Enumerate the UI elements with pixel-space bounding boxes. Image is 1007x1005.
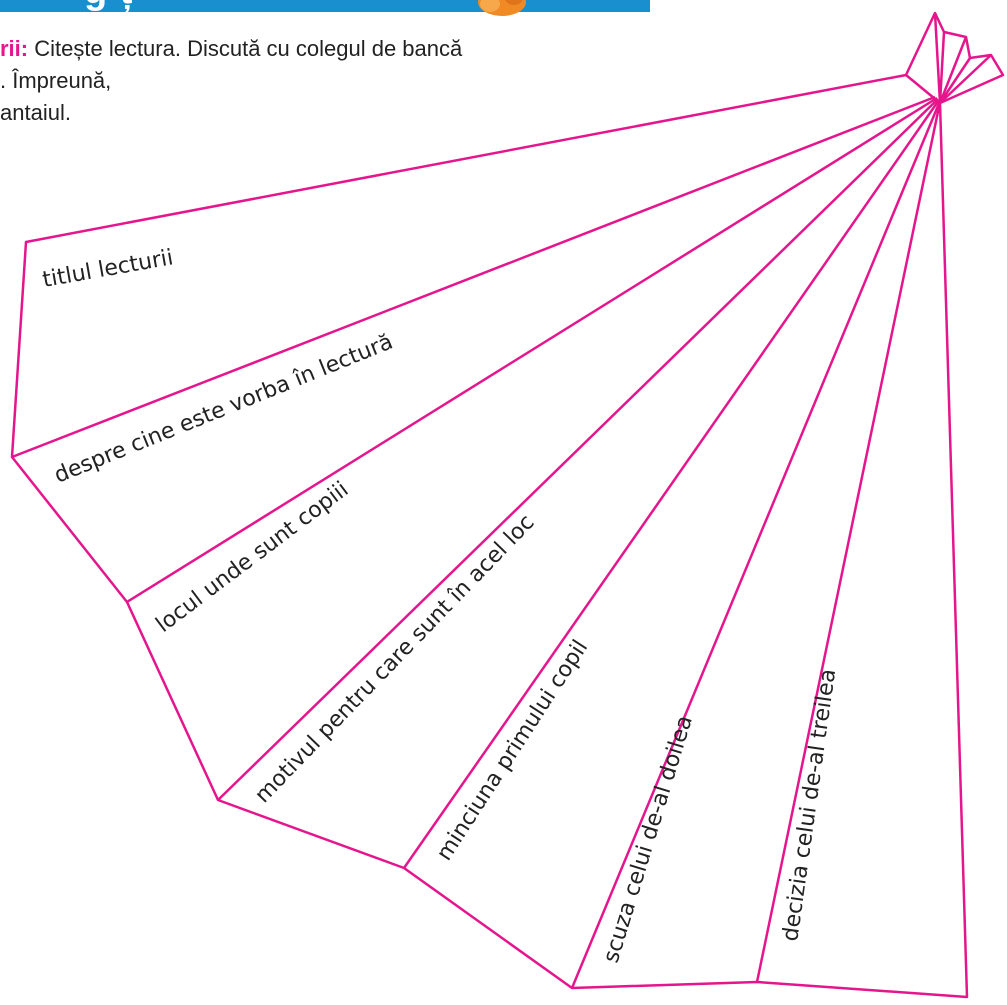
header-title: g ț [84,0,133,10]
fan-fold-2 [933,12,942,104]
fan-divider-5 [570,100,942,989]
fan-outline [10,11,1005,999]
fan-divider-6 [755,101,942,983]
mascot-illustration [478,0,526,16]
fan-divider-3 [217,98,939,801]
fan-fold-5 [938,57,972,104]
fan-fold-1 [905,74,941,104]
fan-segment-place: locul unde sunt copiii [152,477,354,638]
fan-fold-4 [938,36,968,104]
fan-segment-excuse: scuza celui de-al doilea [599,713,698,966]
instructions-line-2: . Împreună, [0,68,112,93]
instructions-label: rii: [0,36,29,61]
fan-divider-1 [11,95,936,459]
fan-segment-who: despre cine este vorba în lectură [51,330,397,489]
fan-segment-title: titlul lecturii [41,245,175,293]
instructions-line-1-text: Citește lectura. Discută cu colegul de b… [28,36,463,61]
fan-divider-4 [402,99,941,869]
instructions-line-1: rii: Citește lectura. Discută cu colegul… [0,33,700,65]
fan-fold-3 [938,31,946,104]
fan-fold-6 [939,54,992,104]
fan-segment-decision: decizia celui de-al treilea [778,667,841,942]
fan-divider-2 [126,96,938,604]
instructions-line-3: antaiul. [0,100,71,125]
fan-segment-lie: minciuna primului copil [432,636,593,866]
instructions-text: rii: Citește lectura. Discută cu colegul… [0,33,700,129]
